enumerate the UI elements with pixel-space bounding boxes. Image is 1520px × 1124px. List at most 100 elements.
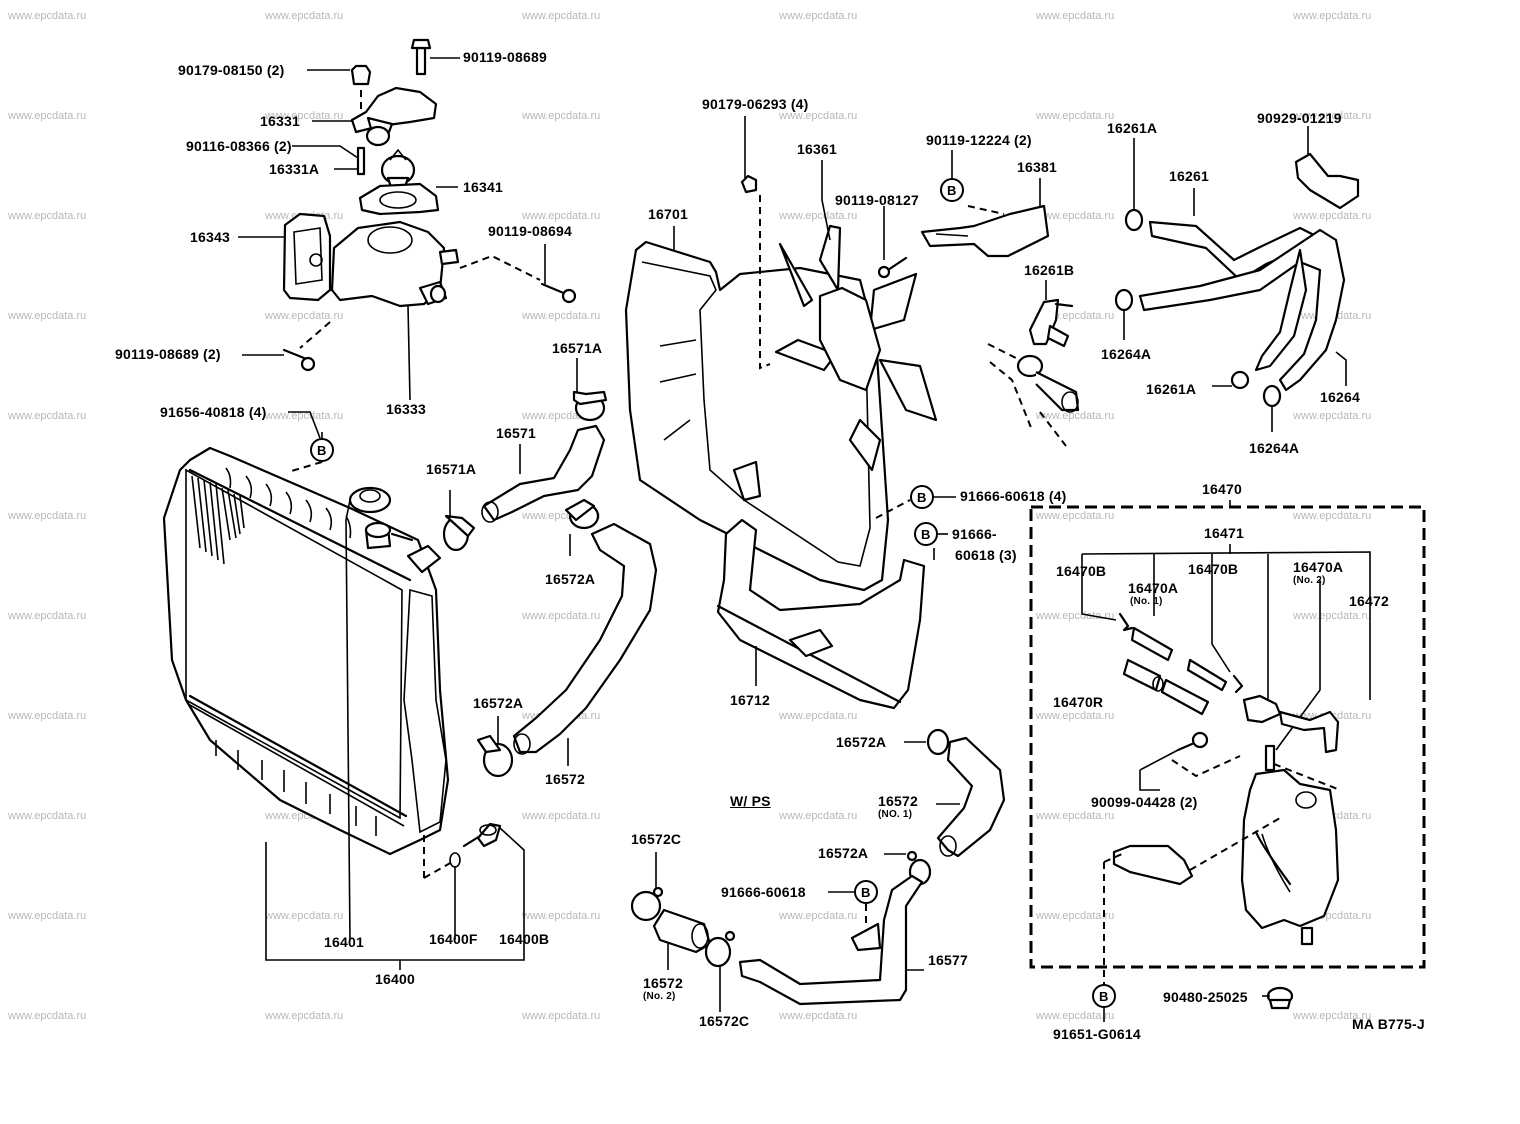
watermark-text: www.epcdata.ru — [265, 110, 344, 122]
nut-90179-06293 — [740, 174, 758, 194]
label-16471: 16471 — [1204, 525, 1244, 541]
label-16572A-a: 16572A — [545, 571, 596, 587]
label-16470A-no2-sub: (No. 2) — [1293, 575, 1326, 586]
hose-piece — [1160, 658, 1228, 716]
label-90116-08366: 90116-08366 (2) — [186, 138, 292, 154]
label-16470A-no2: 16470A — [1293, 559, 1344, 575]
label-16571: 16571 — [496, 425, 536, 441]
drawing-code: MA B775-J — [1352, 1016, 1425, 1032]
ref-b-91666-60618 — [854, 880, 878, 904]
label-16264A-left: 16264A — [1101, 346, 1152, 362]
watermark-text: www.epcdata.ru — [522, 10, 601, 22]
upper-radiator-hose-16571 — [481, 424, 606, 523]
watermark-text: www.epcdata.ru — [8, 610, 87, 622]
label-90480-25025: 90480-25025 — [1163, 989, 1248, 1005]
watermark-text: www.epcdata.ru — [522, 110, 601, 122]
label-90099-04428: 90099-04428 (2) — [1091, 794, 1198, 810]
label-16577: 16577 — [928, 952, 968, 968]
watermark-text: www.epcdata.ru — [779, 110, 858, 122]
watermark-text: www.epcdata.ru — [8, 910, 87, 922]
label-16341: 16341 — [463, 179, 503, 195]
watermark-text: www.epcdata.ru — [1036, 510, 1115, 522]
watermark-text: www.epcdata.ru — [1036, 710, 1115, 722]
fan-16361 — [774, 224, 938, 472]
label-91656-40818: 91656-40818 (4) — [160, 404, 267, 420]
watermark-text: www.epcdata.ru — [1293, 110, 1372, 122]
clamp-16572C-bot — [704, 930, 736, 968]
clamp-16572C-top — [630, 886, 664, 922]
watermark-text: www.epcdata.ru — [522, 610, 601, 622]
water-pipe-connector — [1016, 354, 1080, 413]
label-90119-08689-2: 90119-08689 (2) — [115, 346, 221, 362]
label-90929-01219: 90929-01219 — [1257, 110, 1342, 126]
hose-16572-no2 — [652, 908, 712, 954]
watermark-text: www.epcdata.ru — [779, 910, 858, 922]
watermark-text: www.epcdata.ru — [1036, 210, 1115, 222]
watermark-text: www.epcdata.ru — [1036, 110, 1115, 122]
label-16572-no2: 16572 — [643, 975, 683, 991]
nut-90179-08150 — [350, 64, 372, 86]
watermark-text: www.epcdata.ru — [265, 10, 344, 22]
label-16472: 16472 — [1349, 593, 1389, 609]
label-16572: 16572 — [545, 771, 585, 787]
watermark-text: www.epcdata.ru — [1036, 910, 1115, 922]
watermark-text: www.epcdata.ru — [265, 310, 344, 322]
label-16400F: 16400F — [429, 931, 478, 947]
label-16343: 16343 — [190, 229, 230, 245]
clamp-16264A-bot — [1262, 384, 1282, 408]
label-90119-08689-top: 90119-08689 — [463, 49, 547, 65]
watermark-text: www.epcdata.ru — [1036, 410, 1115, 422]
label-16381: 16381 — [1017, 159, 1057, 175]
label-16470R: 16470R — [1053, 694, 1104, 710]
label-16572-no1-sub: (NO. 1) — [878, 809, 913, 820]
watermark-text: www.epcdata.ru — [779, 810, 858, 822]
clamp-16572A-b — [476, 734, 514, 778]
ref-b-text: B — [317, 443, 326, 458]
watermark-text: www.epcdata.ru — [8, 10, 87, 22]
label-16571A-left: 16571A — [426, 461, 477, 477]
radiator-inlet-pipe — [406, 544, 442, 574]
watermark-text: www.epcdata.ru — [1036, 810, 1115, 822]
label-w-ps: W/ PS — [730, 793, 771, 809]
watermark-text: www.epcdata.ru — [522, 310, 601, 322]
watermark-text: www.epcdata.ru — [265, 910, 344, 922]
clip-16470B-mid — [1232, 674, 1244, 694]
watermark-text: www.epcdata.ru — [8, 710, 87, 722]
clamp-16571A-left — [442, 514, 476, 552]
ref-b-text: B — [921, 527, 930, 542]
watermark-text: www.epcdata.ru — [522, 910, 601, 922]
bracket-16381 — [920, 204, 1050, 258]
watermark-text: www.epcdata.ru — [522, 810, 601, 822]
reservoir-tank-16472 — [1240, 744, 1340, 946]
label-91666-60618: 91666-60618 — [721, 884, 806, 900]
hose-16577 — [738, 874, 924, 1006]
label-90179-08150: 90179-08150 (2) — [178, 62, 285, 78]
watermark-text: www.epcdata.ru — [8, 1010, 87, 1022]
ref-b-90119-12224 — [940, 178, 964, 202]
label-16361: 16361 — [797, 141, 837, 157]
label-16264A-bot: 16264A — [1249, 440, 1300, 456]
label-16331A: 16331A — [269, 161, 320, 177]
ref-b-91656-40818 — [310, 438, 334, 462]
clamp-16264A-left — [1114, 288, 1134, 312]
heater-union-16261B — [1028, 298, 1074, 348]
bracket-90929-01219 — [1294, 152, 1360, 210]
watermark-text: www.epcdata.ru — [8, 810, 87, 822]
label-16572C-bot: 16572C — [699, 1013, 750, 1029]
label-16333: 16333 — [386, 401, 426, 417]
label-90119-08127: 90119-08127 — [835, 192, 919, 208]
water-inlet-housing-16333 — [330, 220, 460, 308]
stud-90116-08366 — [356, 146, 366, 176]
hose-16470A-no1 — [1130, 626, 1174, 662]
label-16572A-b: 16572A — [473, 695, 524, 711]
label-16264: 16264 — [1320, 389, 1360, 405]
label-16400B: 16400B — [499, 931, 550, 947]
ref-b-text: B — [861, 885, 870, 900]
drain-cock-16400B — [462, 822, 502, 848]
label-91666-60618-4: 91666-60618 (4) — [960, 488, 1067, 504]
label-16261B: 16261B — [1024, 262, 1075, 278]
label-16701: 16701 — [648, 206, 688, 222]
label-91666-line2: 60618 (3) — [955, 547, 1017, 563]
clamp-16572A-a — [564, 498, 600, 530]
